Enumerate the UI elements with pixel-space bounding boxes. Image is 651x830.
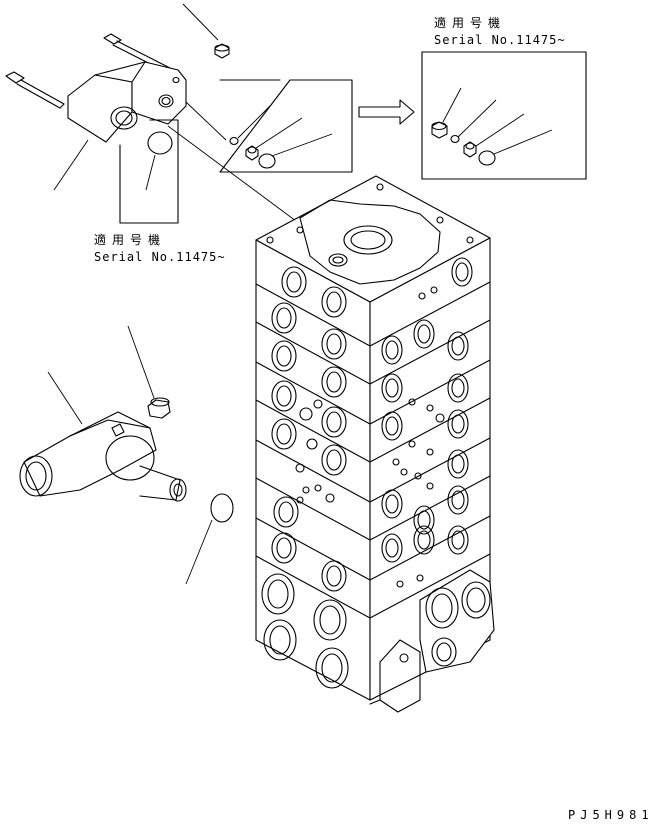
left-applicability-box xyxy=(120,120,178,223)
cover-block xyxy=(68,62,186,142)
right-applicability-box xyxy=(422,52,586,179)
leader-plug-to-box xyxy=(186,102,226,140)
drawing-code-label: PJ5H981 xyxy=(568,808,651,822)
leader-spool-plug xyxy=(128,326,154,398)
top-right-applicability-label: 適用号機 xyxy=(434,16,507,30)
top-right-serial-label: Serial No.11475~ xyxy=(434,33,566,47)
left-applicability-label: 適用号機 xyxy=(94,233,167,247)
spool-o-ring xyxy=(211,494,233,522)
leader-spool xyxy=(48,372,82,424)
middle-parts-box xyxy=(220,80,352,172)
spool-assembly xyxy=(20,412,186,501)
leader-cover-to-valve xyxy=(168,126,300,224)
long-bolt xyxy=(6,72,64,108)
left-serial-label: Serial No.11475~ xyxy=(94,250,226,264)
small-plug xyxy=(215,44,229,58)
arrow-icon xyxy=(359,100,414,124)
leader-plug xyxy=(183,4,218,40)
spool-plug xyxy=(148,398,170,418)
control-valve-body xyxy=(256,176,494,712)
leader-cover xyxy=(54,140,88,190)
leader-o-ring xyxy=(186,520,212,584)
